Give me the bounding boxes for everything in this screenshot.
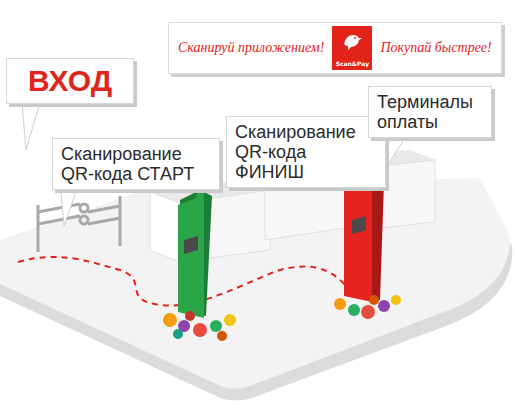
node-text: Терминалы оплаты [377,92,483,132]
node-text: Покупай быстрее! [380,40,491,56]
entrance-callout: ВХОД [6,58,134,104]
node-text: ВХОД [28,66,112,96]
start-callout: Сканирование QR-кода СТАРТ [52,138,220,190]
produce-pile [163,295,401,341]
node-text: Scan&Pay [332,60,372,67]
start-pole [178,182,212,318]
callout-tails [22,103,410,226]
promo-banner: Сканируй приложением! Scan&Pay Покупай бы… [168,22,502,74]
node-text: Сканируй приложением! [178,40,324,56]
node-text: Сканирование QR-кода СТАРТ [61,144,211,184]
turnstile [38,196,120,252]
brand-logo: Scan&Pay [332,26,372,70]
terminals-callout: Терминалы оплаты [368,86,492,138]
logo-bird [340,30,364,52]
finish-callout: Сканирование QR-кода ФИНИШ [226,116,386,188]
node-text: Сканирование QR-кода ФИНИШ [235,122,377,182]
